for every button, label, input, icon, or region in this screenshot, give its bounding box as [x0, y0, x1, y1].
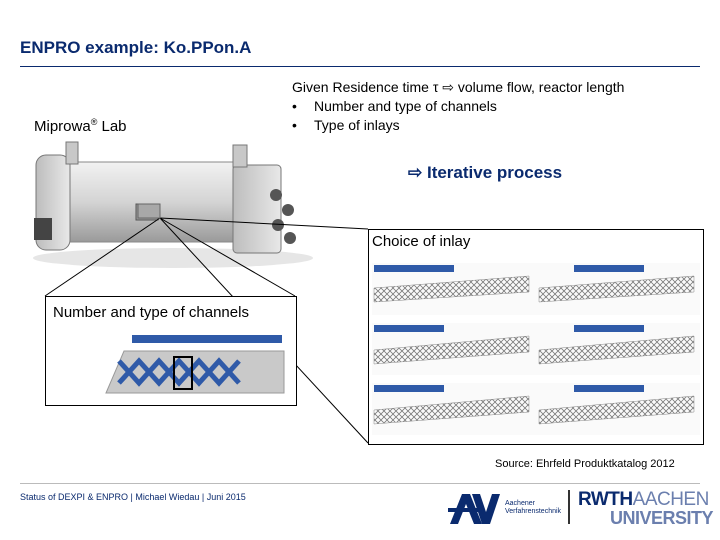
inlay-title: Choice of inlay: [372, 233, 471, 250]
lab-suffix: Lab: [97, 118, 127, 135]
rwth-text: RWTH: [578, 489, 633, 510]
description-block: Given Residence time τ ⇨ volume flow, re…: [292, 78, 624, 135]
avt-logo: [448, 494, 500, 524]
bullet-item: • Type of inlays: [292, 116, 624, 135]
avt-subtitle: Aachener Verfahrenstechnik: [505, 500, 561, 516]
footer-divider: [20, 483, 700, 484]
channel-cross-section: [105, 335, 285, 394]
logo-separator: [568, 490, 570, 524]
bullet-dot: •: [292, 117, 297, 133]
inlay-panel: Choice of inlay: [368, 229, 704, 445]
footer-text: Status of DEXPI & ENPRO | Michael Wiedau…: [20, 492, 246, 502]
lab-name: Miprowa: [34, 118, 91, 135]
reactor-illustration: [33, 141, 313, 268]
inlay-card-row: [372, 323, 700, 375]
avt-subtitle-line: Aachener: [505, 500, 535, 507]
description-line: Given Residence time τ ⇨ volume flow, re…: [292, 79, 625, 95]
bullet-text: Number and type of channels: [314, 98, 497, 114]
channels-title: Number and type of channels: [53, 304, 249, 321]
channels-panel: Number and type of channels: [45, 296, 297, 406]
bullet-dot: •: [292, 98, 297, 114]
rwth-logo-line1: RWTHAACHEN: [578, 489, 709, 511]
title-divider: [20, 66, 700, 67]
inlay-card-row: [372, 263, 700, 315]
bullet-item: • Number and type of channels: [292, 97, 624, 116]
source-citation: Source: Ehrfeld Produktkatalog 2012: [495, 458, 675, 470]
inlay-cards: [372, 263, 700, 435]
inlay-card-row: [372, 383, 700, 435]
bullet-text: Type of inlays: [314, 117, 400, 133]
slide-title: ENPRO example: Ko.PPon.A: [20, 38, 252, 57]
registered-mark: ®: [90, 117, 98, 127]
iterative-process-label: ⇨ Iterative process: [408, 163, 563, 182]
avt-subtitle-line: Verfahrenstechnik: [505, 508, 562, 515]
rwth-logo-line2: UNIVERSITY: [610, 508, 714, 528]
lab-label: Miprowa® Lab: [34, 117, 127, 135]
aachen-text: AACHEN: [632, 489, 710, 510]
